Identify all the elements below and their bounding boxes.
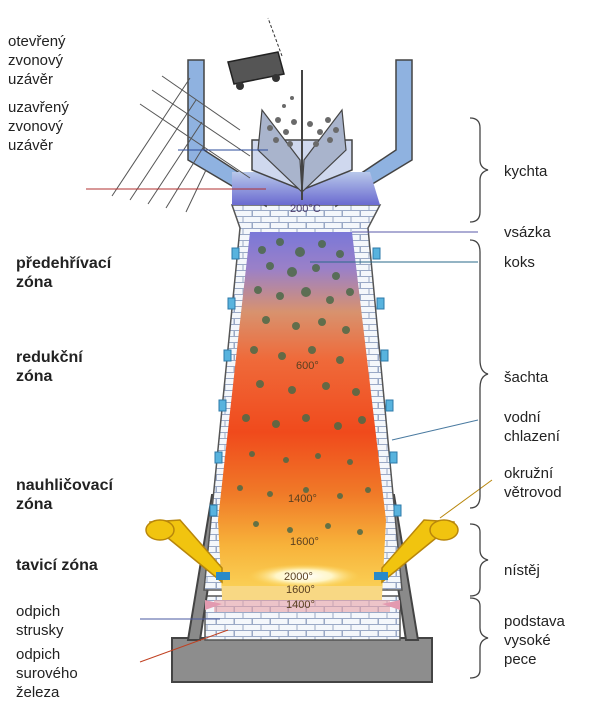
label-shaft: šachta: [504, 368, 548, 387]
label-line: koks: [504, 253, 535, 272]
label-line: zóna: [16, 495, 113, 514]
temp-600: 600°: [296, 360, 319, 372]
label-slag-tap: odpich strusky: [16, 602, 64, 640]
top-charging-head: [188, 60, 412, 206]
label-line: surového: [16, 664, 78, 683]
label-line: šachta: [504, 368, 548, 387]
label-line: vsázka: [504, 223, 551, 242]
label-closed-bell: uzavřený zvonový uzávěr: [8, 98, 69, 155]
label-reduction-zone: redukční zóna: [16, 348, 83, 386]
temp-1400-upper: 1400°: [288, 493, 317, 505]
label-water-cooling: vodní chlazení: [504, 408, 560, 446]
label-line: vysoké: [504, 631, 565, 650]
label-line: nauhličovací: [16, 476, 113, 495]
label-line: zóna: [16, 273, 111, 292]
label-line: odpich: [16, 602, 64, 621]
temp-2000: 2000°: [284, 571, 313, 583]
label-line: zóna: [16, 367, 83, 386]
label-line: okružní: [504, 464, 562, 483]
label-line: uzavřený: [8, 98, 69, 117]
temp-1400-lower: 1400°: [286, 599, 315, 611]
label-base: podstava vysoké pece: [504, 612, 565, 669]
label-line: uzávěr: [8, 70, 66, 89]
label-line: kychta: [504, 162, 547, 181]
label-coke: koks: [504, 253, 535, 272]
label-open-bell: otevřený zvonový uzávěr: [8, 32, 66, 89]
label-melting-zone: tavicí zóna: [16, 556, 98, 575]
label-hearth: nístěj: [504, 561, 540, 580]
label-line: nístěj: [504, 561, 540, 580]
label-line: větrovod: [504, 483, 562, 502]
label-line: odpich: [16, 645, 78, 664]
label-preheat-zone: předehřívací zóna: [16, 254, 111, 292]
label-line: tavicí zóna: [16, 556, 98, 575]
label-line: otevřený: [8, 32, 66, 51]
label-line: zvonový: [8, 51, 66, 70]
label-line: předehřívací: [16, 254, 111, 273]
label-carburizing-zone: nauhličovací zóna: [16, 476, 113, 514]
temp-1600-upper: 1600°: [290, 536, 319, 548]
label-line: strusky: [16, 621, 64, 640]
label-line: chlazení: [504, 427, 560, 446]
label-line: podstava: [504, 612, 565, 631]
label-line: vodní: [504, 408, 560, 427]
label-throat: kychta: [504, 162, 547, 181]
label-charge: vsázka: [504, 223, 551, 242]
temp-200: 200°C: [290, 203, 321, 215]
skip-car: [228, 18, 284, 90]
label-line: redukční: [16, 348, 83, 367]
braces: [470, 118, 488, 678]
temp-1600-lower: 1600°: [286, 584, 315, 596]
label-line: uzávěr: [8, 136, 69, 155]
label-line: pece: [504, 650, 565, 669]
hoist-cables: [112, 76, 250, 212]
label-line: železa: [16, 683, 78, 702]
label-iron-tap: odpich surového železa: [16, 645, 78, 702]
label-line: zvonový: [8, 117, 69, 136]
label-bustle-pipe: okružní větrovod: [504, 464, 562, 502]
